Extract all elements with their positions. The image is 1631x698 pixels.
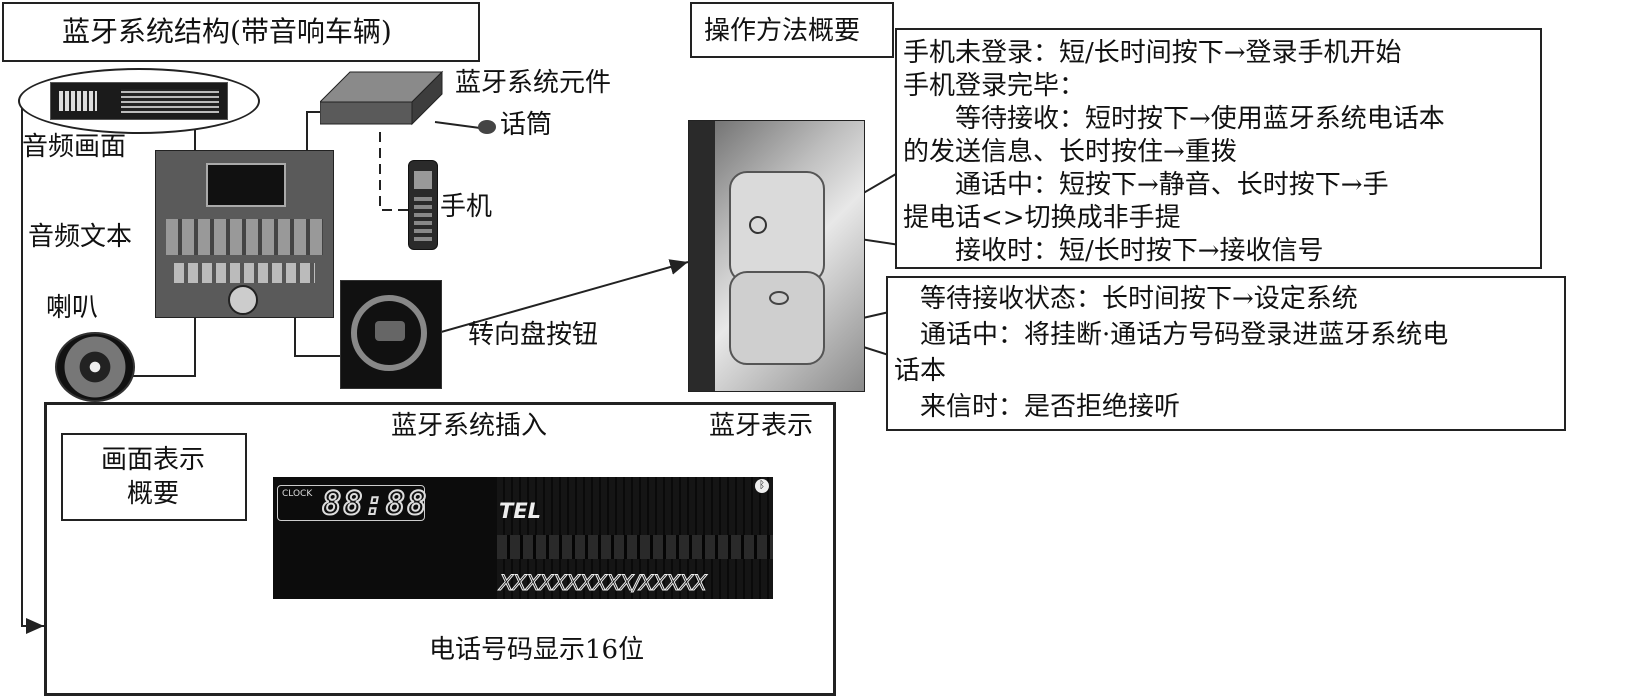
lower-callout-line: 话本 — [894, 356, 946, 386]
phone-number-label: 电话号码显示16位 — [429, 635, 644, 665]
components-label: 蓝牙系统元件 — [455, 68, 611, 98]
screen-overview-title-1: 画面表示 — [101, 445, 205, 475]
lcd-display: CLOCK 88:88 TEL XXXXXXXXXX/XXXXX ᛒ — [273, 477, 773, 599]
steering-wheel-photo — [340, 280, 442, 389]
microphone-icon — [478, 120, 496, 134]
upper-callout-line: 手机登录完毕： — [903, 71, 1085, 101]
clock-digits: 88:88 — [322, 484, 428, 522]
lower-button-callout: 等待接收状态：长时间按下→设定系统 通话中：将挂断·通话方号码登录进蓝牙系统电 … — [886, 276, 1566, 431]
upper-callout-line: 手机未登录：短/长时间按下→登录手机开始 — [903, 38, 1402, 68]
lower-callout-line: 等待接收状态：长时间按下→设定系统 — [894, 284, 1358, 314]
operation-summary-title-box: 操作方法概要 — [690, 2, 894, 58]
speaker-icon — [55, 332, 135, 402]
lower-callout-line: 来信时：是否拒绝接听 — [894, 392, 1180, 422]
speaker-label: 喇叭 — [46, 293, 98, 323]
diagram-title: 蓝牙系统结构(带音响车辆) — [62, 17, 392, 47]
upper-callout-line: 等待接收：短时按下→使用蓝牙系统电话本 — [903, 104, 1445, 134]
diagram-title-box: 蓝牙系统结构(带音响车辆) — [2, 2, 480, 62]
microphone-label: 话筒 — [500, 110, 552, 140]
audio-screen-thumbnail — [50, 82, 228, 120]
upper-callout-line: 的发送信息、长时按住→重拨 — [903, 137, 1237, 167]
clock-label: CLOCK — [282, 489, 312, 499]
audio-text-label: 音频文本 — [28, 222, 132, 252]
upper-button-callout: 手机未登录：短/长时间按下→登录手机开始 手机登录完毕： 等待接收：短时按下→使… — [895, 28, 1542, 269]
bluetooth-indicator-icon: ᛒ — [755, 479, 769, 493]
phone-label: 手机 — [440, 192, 492, 222]
steering-button-label: 转向盘按钮 — [468, 320, 598, 350]
audio-screen-oval — [18, 68, 260, 134]
upper-callout-line: 通话中：短按下→静音、长时按下→手 — [903, 170, 1389, 200]
insert-label: 蓝牙系统插入 — [391, 411, 547, 441]
screen-overview-title-2: 概要 — [127, 479, 179, 509]
bluetooth-display-label: 蓝牙表示 — [709, 411, 813, 441]
audio-screen-label: 音频画面 — [22, 132, 126, 162]
mobile-phone-icon — [408, 160, 438, 250]
operation-summary-title: 操作方法概要 — [704, 16, 860, 46]
upper-callout-line: 提电话<>切换成非手提 — [903, 203, 1181, 233]
screen-overview-frame: 画面表示 概要 CLOCK 88:88 TEL XXXXXXXXXX/XXXXX… — [44, 402, 836, 696]
phone-number-display: XXXXXXXXXX/XXXXX — [499, 571, 706, 595]
lower-callout-line: 通话中：将挂断·通话方号码登录进蓝牙系统电 — [894, 320, 1448, 350]
clock-frame: CLOCK 88:88 — [277, 485, 425, 521]
audio-head-unit-photo — [155, 150, 334, 318]
screen-overview-title-box: 画面表示 概要 — [61, 433, 247, 521]
tel-text: TEL — [499, 499, 541, 523]
bluetooth-module-box — [320, 66, 444, 126]
upper-callout-line: 接收时：短/长时按下→接收信号 — [903, 236, 1324, 266]
steering-button-closeup-photo — [688, 120, 865, 392]
